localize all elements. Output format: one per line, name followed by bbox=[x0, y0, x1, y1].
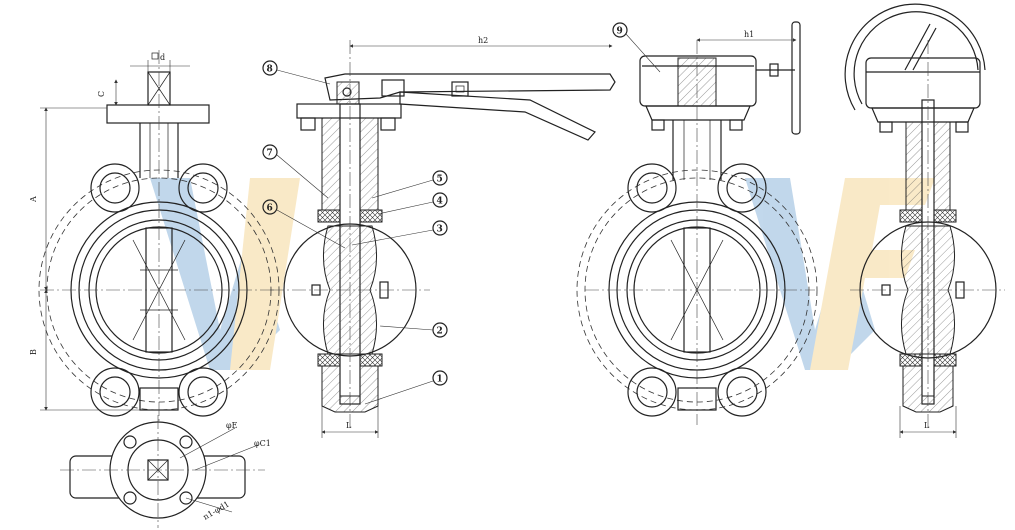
side-neck-right bbox=[359, 117, 379, 211]
lower-right-lug bbox=[178, 367, 228, 417]
dim-A: A bbox=[29, 196, 38, 203]
top-flange-plate bbox=[106, 104, 210, 124]
front-view-gearbox: h1 9 bbox=[576, 21, 818, 425]
svg-text:6: 6 bbox=[267, 204, 273, 214]
lower-seal-right bbox=[359, 353, 383, 367]
callout-7: 7 bbox=[262, 144, 329, 199]
side-section-lever: h2 L 8 7 6 5 4 bbox=[262, 36, 616, 438]
side-neck-left bbox=[321, 117, 341, 211]
plan-bolt-hole-4 bbox=[179, 491, 193, 505]
svg-text:5: 5 bbox=[437, 175, 443, 185]
callout-3: 3 bbox=[351, 220, 448, 246]
dim-C: C bbox=[97, 91, 106, 97]
svg-text:7: 7 bbox=[267, 149, 273, 159]
upper-left-lug bbox=[90, 163, 140, 213]
side-top-flange bbox=[296, 103, 402, 119]
svg-text:8: 8 bbox=[267, 65, 273, 75]
lower-seal-left bbox=[317, 353, 341, 367]
callout-2: 2 bbox=[379, 322, 448, 338]
handwheel-arc bbox=[844, 3, 986, 111]
dim-n1-phid1: n1-φd1 bbox=[202, 500, 231, 522]
svg-text:1: 1 bbox=[437, 375, 443, 385]
side-lower-body bbox=[321, 365, 379, 413]
dim-B: B bbox=[29, 349, 38, 355]
svg-text:9: 9 bbox=[617, 27, 623, 37]
callout-1: 1 bbox=[364, 370, 448, 405]
gb-side-neck-left bbox=[905, 121, 923, 211]
upper-seal-left bbox=[317, 209, 341, 223]
dim-h1: h1 bbox=[744, 30, 754, 39]
upper-seal-right bbox=[359, 209, 383, 223]
handwheel-spoke bbox=[904, 23, 937, 71]
gb-upper-left-lug bbox=[627, 163, 677, 213]
lower-left-lug bbox=[90, 367, 140, 417]
upper-right-lug bbox=[178, 163, 228, 213]
side-section-gearbox: L bbox=[844, 3, 1005, 438]
dim-h2: h2 bbox=[478, 36, 488, 45]
gb-side-neck-right bbox=[933, 121, 951, 211]
svg-text:4: 4 bbox=[437, 197, 443, 207]
dim-phiE: φE bbox=[226, 421, 238, 430]
body-neck bbox=[139, 123, 179, 178]
plan-bolt-hole-2 bbox=[179, 435, 193, 449]
svg-text:2: 2 bbox=[437, 327, 443, 337]
callout-6: 6 bbox=[262, 199, 346, 249]
lever-pin-box bbox=[451, 81, 469, 97]
callout-9: 9 bbox=[612, 22, 661, 73]
plan-bolt-hole-1 bbox=[123, 435, 137, 449]
gb-upper-right-lug bbox=[717, 163, 767, 213]
top-plan-view: φE φC1 n1-φd1 bbox=[60, 415, 271, 528]
watermark-f-right bbox=[810, 178, 935, 370]
dim-L-gearbox: L bbox=[924, 421, 930, 430]
callout-8: 8 bbox=[262, 60, 331, 85]
handwheel-rim bbox=[791, 21, 801, 135]
lever-latch bbox=[399, 91, 596, 141]
watermark-f-left bbox=[230, 178, 300, 370]
dim-phiC1: φC1 bbox=[254, 439, 271, 448]
watermark-logo bbox=[150, 178, 935, 370]
callout-4: 4 bbox=[377, 192, 448, 215]
svg-text:3: 3 bbox=[437, 225, 443, 235]
gb-lower-left-lug bbox=[627, 367, 677, 417]
plan-bolt-hole-3 bbox=[123, 491, 137, 505]
dim-L: L bbox=[346, 421, 352, 430]
dim-d: d bbox=[160, 53, 165, 62]
gb-lower-right-lug bbox=[717, 367, 767, 417]
callout-5: 5 bbox=[371, 170, 448, 199]
